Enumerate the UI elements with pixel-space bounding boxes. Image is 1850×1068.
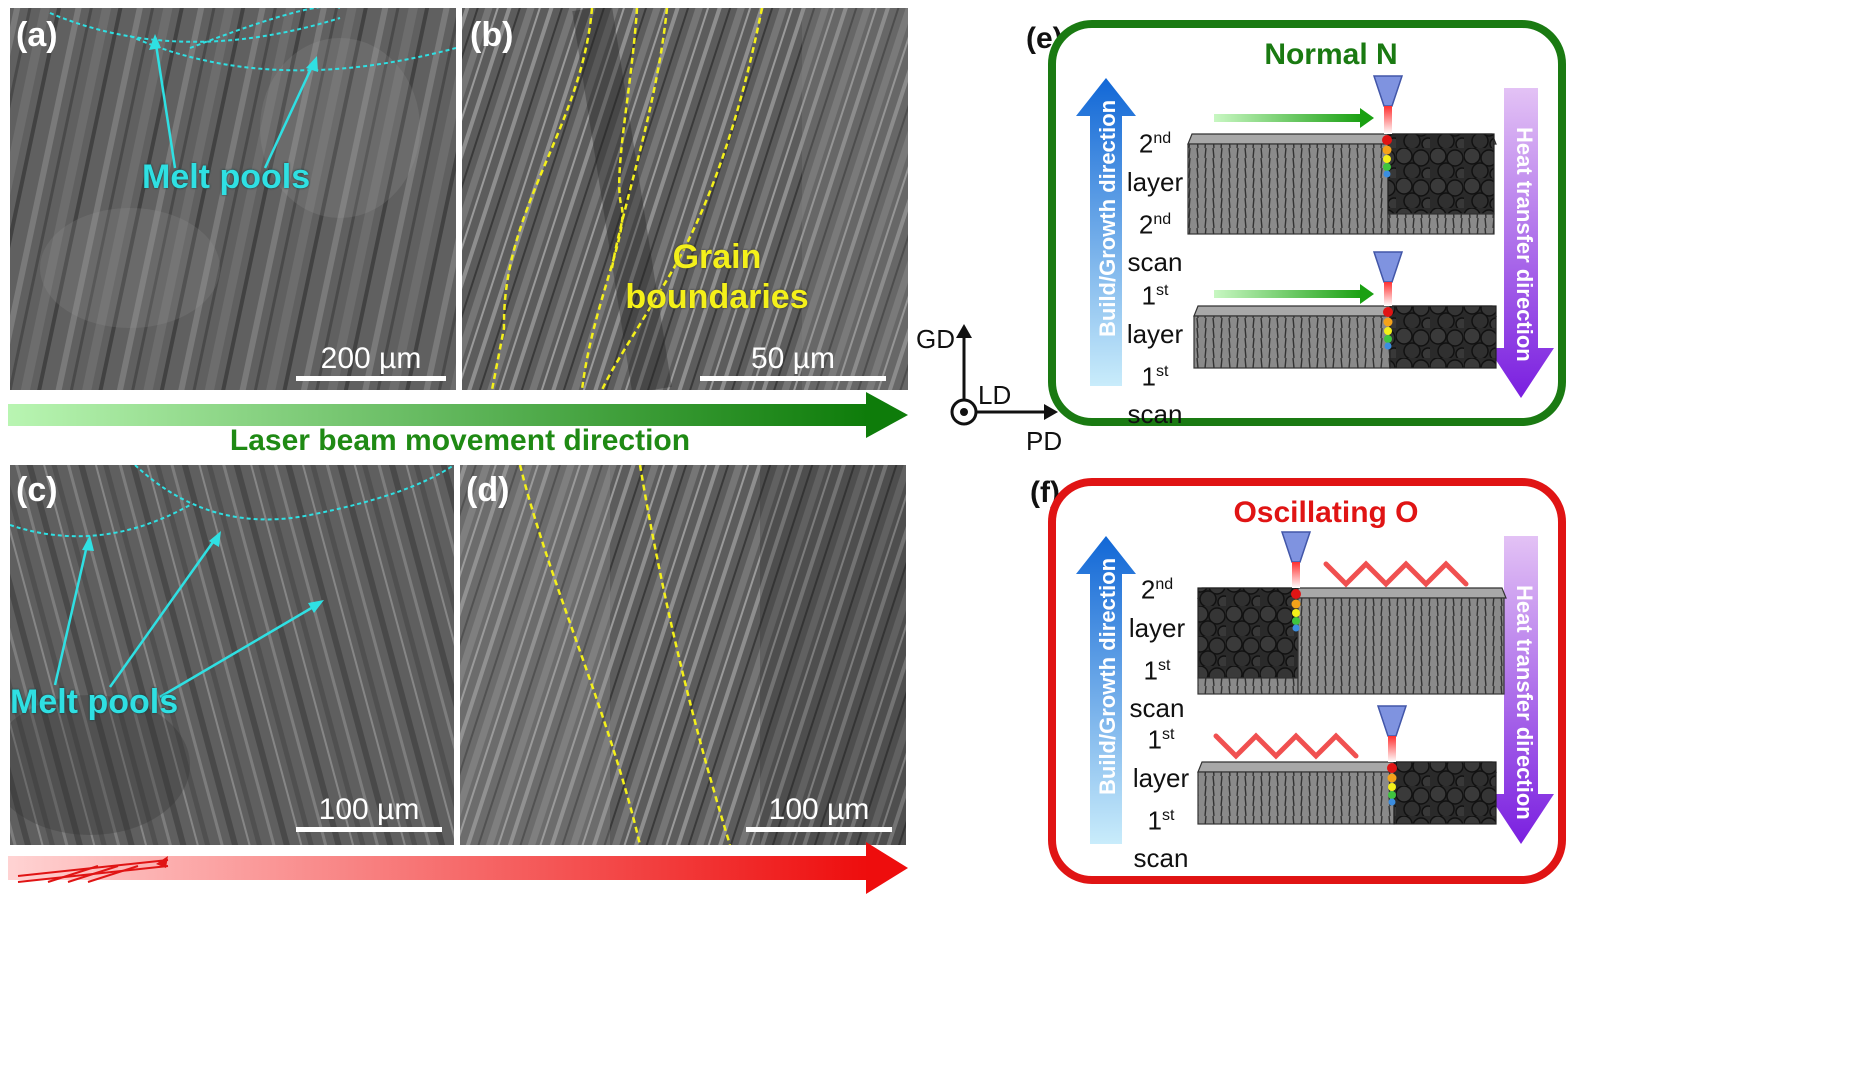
panel-c: (c) Melt pools 100 µm xyxy=(10,465,454,845)
schematic-oscillating-graphic xyxy=(1076,531,1554,844)
layer-label-f-top: 2nd layer 1st scan xyxy=(1128,574,1186,724)
laser-direction-arrow xyxy=(8,392,908,438)
layer-label-e-top: 2nd layer 2nd scan xyxy=(1126,128,1184,278)
schematic-normal-title: Normal N xyxy=(1264,38,1398,71)
coordinate-axes xyxy=(950,324,1058,426)
scale-text-b: 50 µm xyxy=(751,342,835,375)
panel-d: (d) 100 µm xyxy=(460,465,906,845)
panel-b-label: (b) xyxy=(470,16,514,54)
axis-pd: PD xyxy=(1026,426,1063,456)
panel-c-label: (c) xyxy=(16,471,58,509)
scale-text-a: 200 µm xyxy=(320,342,422,375)
heat-transfer-label-f: Heat transfer direction xyxy=(1512,585,1537,820)
scale-bar-d xyxy=(746,827,892,832)
layer-label-f-bottom: 1st layer 1st scan xyxy=(1132,724,1190,874)
oscillating-direction-arrow xyxy=(8,842,908,894)
panel-d-label: (d) xyxy=(466,471,510,509)
scale-bar-a xyxy=(296,376,446,381)
scale-text-c: 100 µm xyxy=(318,793,420,826)
scale-text-d: 100 µm xyxy=(768,793,870,826)
scale-bar-b xyxy=(700,376,886,381)
panel-b: (b) Grain boundaries 50 µm xyxy=(462,8,908,390)
melt-pools-label-c: Melt pools xyxy=(10,683,179,721)
heat-transfer-label-e: Heat transfer direction xyxy=(1512,127,1537,362)
scale-bar-c xyxy=(296,827,442,832)
grain-boundaries-label-line2: boundaries xyxy=(625,278,809,316)
melt-pools-label-a: Melt pools xyxy=(142,158,311,196)
micrograph-c xyxy=(10,465,454,845)
build-growth-label-e: Build/Growth direction xyxy=(1095,99,1120,337)
schematic-normal: Normal N Build/Growth direction Heat tra… xyxy=(1048,20,1566,429)
layer-label-e-bottom: 1st layer 1st scan xyxy=(1126,280,1184,430)
micrograph-b xyxy=(462,8,908,390)
axis-ld: LD xyxy=(978,380,1012,410)
schematic-oscillating-title: Oscillating O xyxy=(1233,496,1419,529)
build-growth-label-f: Build/Growth direction xyxy=(1095,557,1120,795)
panel-a-label: (a) xyxy=(16,16,58,54)
micrograph-a xyxy=(10,8,456,390)
micrograph-d xyxy=(460,465,906,845)
panel-a: (a) Melt pools 200 µm xyxy=(10,8,456,390)
schematic-normal-graphic xyxy=(1076,75,1554,398)
axis-gd: GD xyxy=(916,324,955,354)
laser-direction-label: Laser beam movement direction xyxy=(229,424,691,457)
grain-boundaries-label-line1: Grain xyxy=(672,238,762,276)
schematic-oscillating: Oscillating O Build/Growth direction Hea… xyxy=(1048,478,1566,884)
